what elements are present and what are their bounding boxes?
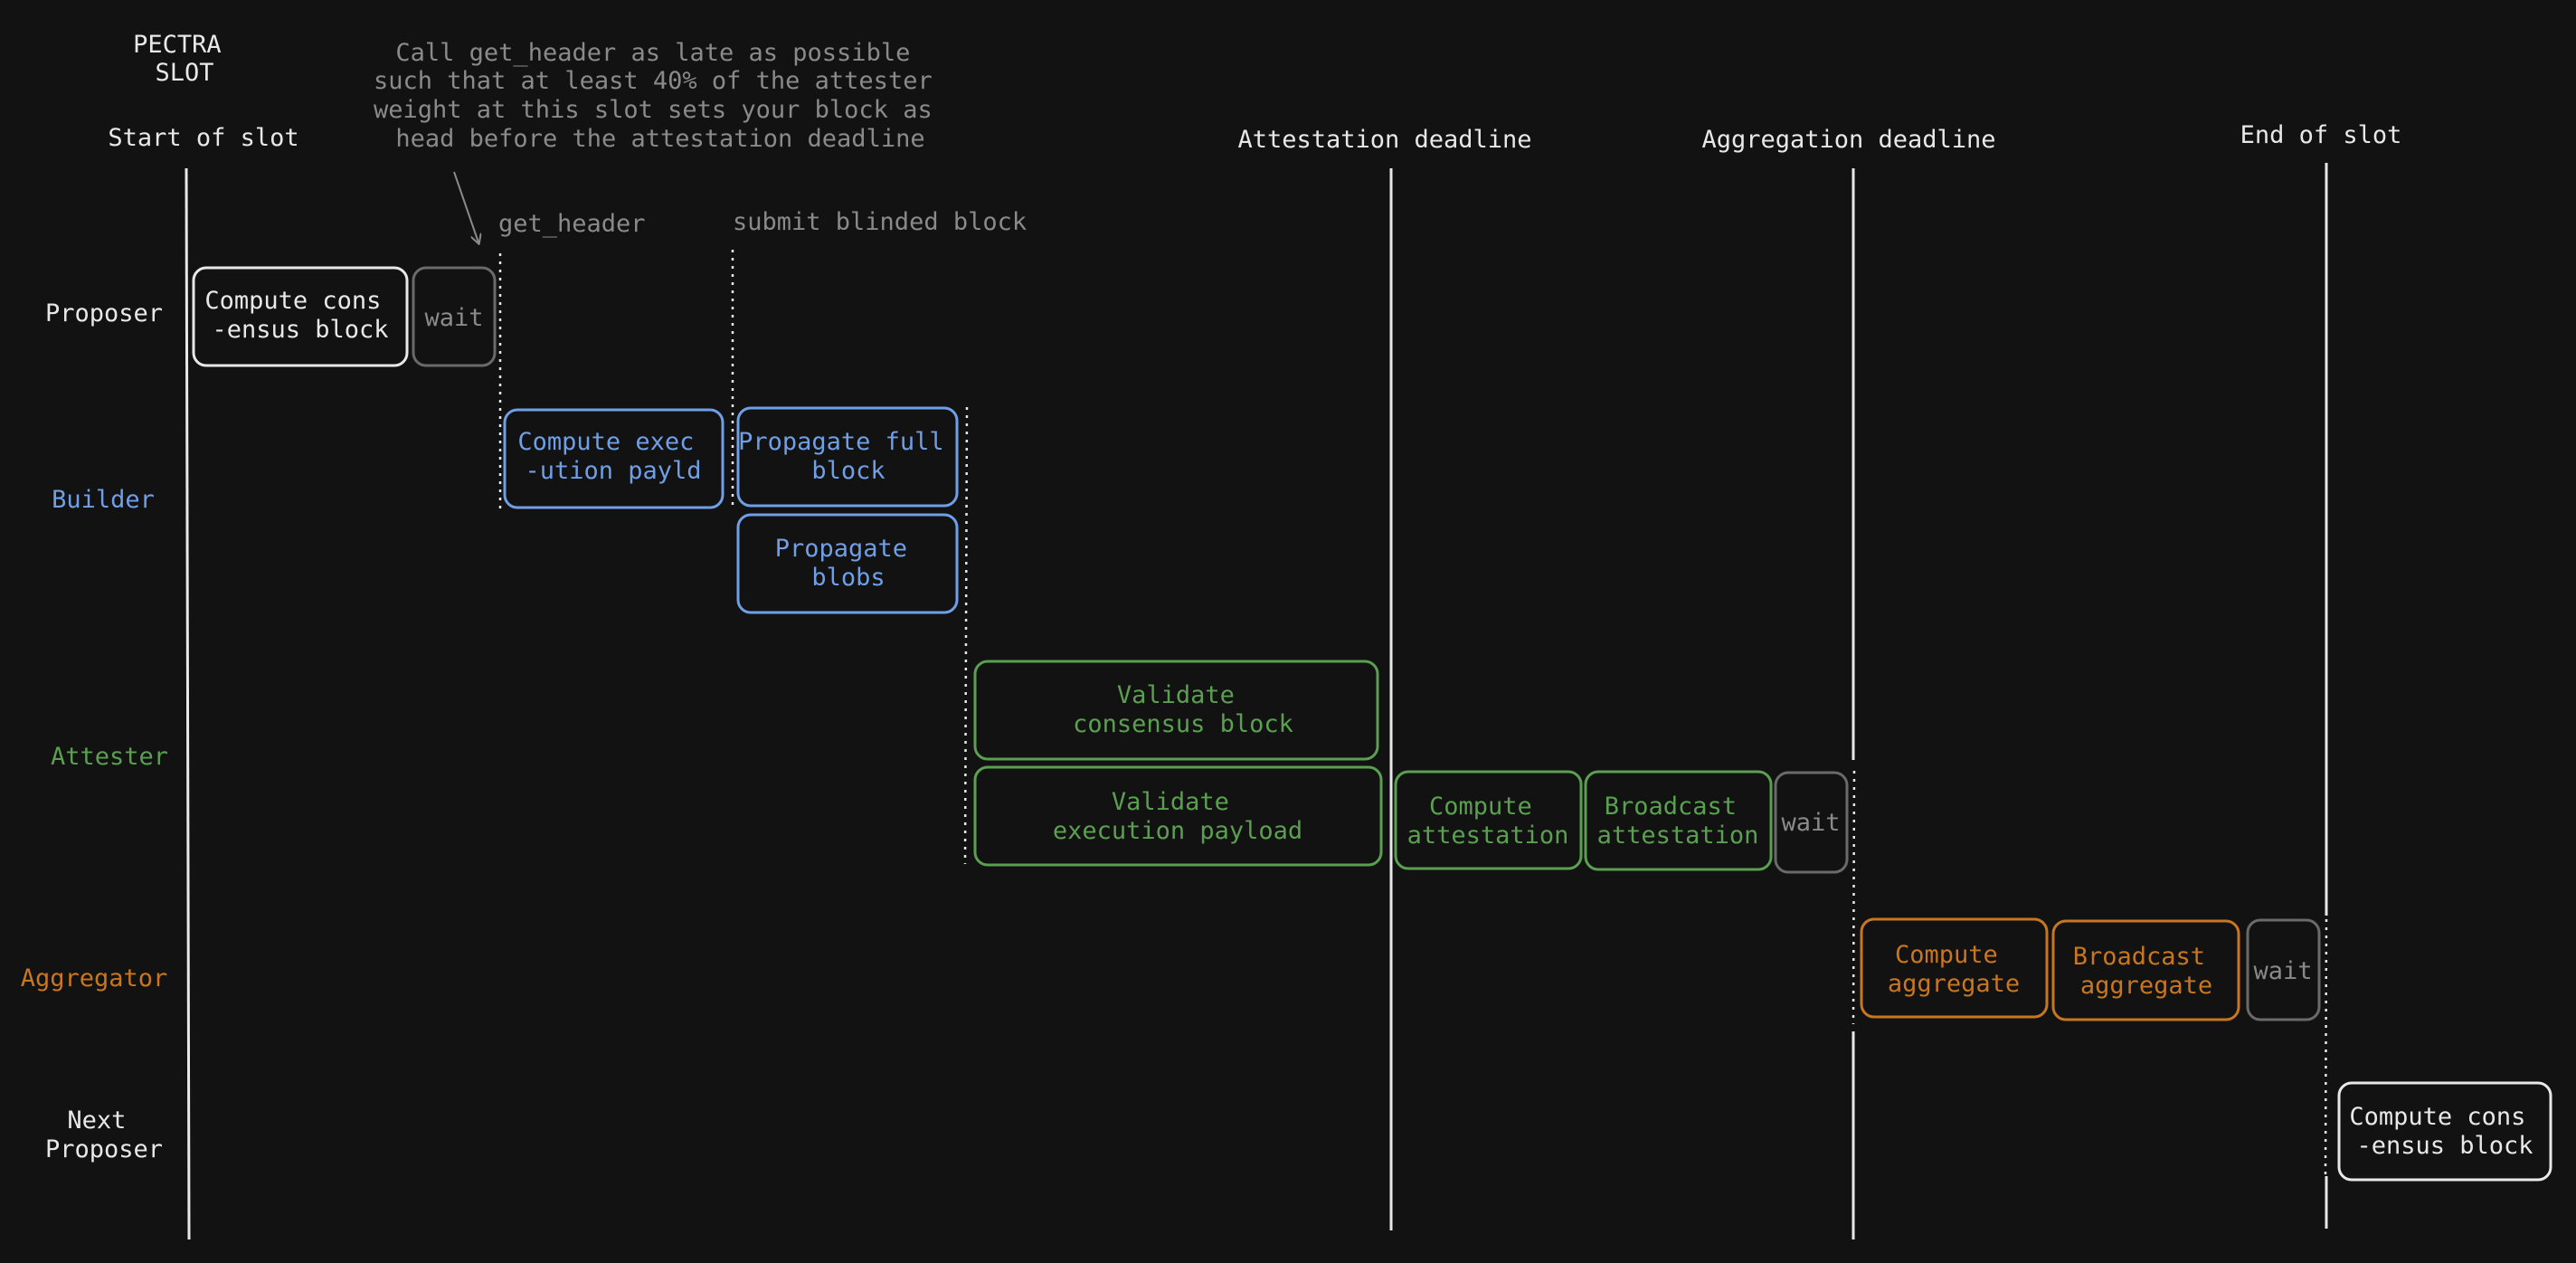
task-attester-wait: wait	[1774, 771, 1849, 874]
task-line-1: Compute	[1895, 941, 1998, 969]
role-attester-label: Attester	[51, 743, 168, 771]
task-builder-propagate-full-block: Propagate full block	[736, 406, 959, 508]
role-builder-label: Builder	[52, 486, 155, 514]
start-of-slot-line	[185, 167, 191, 1240]
task-aggregator-wait: wait	[2246, 918, 2321, 1021]
annotation-line-1: Call get_header as late as possible	[395, 39, 910, 67]
task-text: Propagate blobs	[775, 535, 923, 592]
role-next-proposer-label: Next Proposer	[45, 1106, 163, 1163]
task-attester-validate-execution-payload: Validate execution payload	[973, 765, 1383, 867]
task-attester-compute-attestation: Compute attestation	[1394, 770, 1583, 870]
task-text: Compute cons -ensus block	[2349, 1103, 2540, 1160]
aggregation-deadline-label: Aggregation deadline	[1701, 126, 1995, 154]
attestation-wait-dotted-line	[1852, 770, 1856, 1025]
task-next-proposer-compute-consensus-block: Compute cons -ensus block	[2337, 1081, 2552, 1182]
task-line-1: Broadcast	[2073, 943, 2205, 971]
get-header-annotation: Call get_header as late as possible such…	[374, 39, 947, 153]
task-line-1: Propagate full	[738, 428, 944, 456]
annotation-arrow	[453, 171, 478, 242]
aggregate-wait-dotted-line	[2324, 918, 2328, 1175]
task-line-2: -ensus block	[2356, 1132, 2533, 1160]
task-line-2: aggregate	[2080, 972, 2212, 1000]
role-proposer-line-1: Proposer	[45, 299, 163, 328]
task-line-2: attestation	[1597, 821, 1759, 850]
task-builder-propagate-blobs: Propagate blobs	[736, 513, 959, 614]
title-line-1: PECTRA	[133, 31, 222, 59]
task-text: Broadcast aggregate	[2073, 943, 2221, 1000]
task-text: wait	[1781, 809, 1840, 837]
diagram-title: PECTRA SLOT	[133, 31, 236, 87]
task-text: Broadcast attestation	[1597, 793, 1759, 850]
task-builder-compute-execution-payload: Compute exec -ution payld	[503, 408, 724, 509]
task-proposer-wait: wait	[412, 266, 497, 367]
task-line-1: Compute exec	[517, 428, 694, 456]
task-line-2: execution payload	[1053, 817, 1302, 845]
role-aggregator-label: Aggregator	[21, 964, 168, 992]
end-of-slot-label: End of slot	[2240, 121, 2402, 149]
task-line-1: wait	[1781, 809, 1840, 837]
role-attester-line-1: Attester	[51, 743, 168, 771]
submit-blinded-block-label: submit blinded block	[733, 208, 1027, 236]
propagation-done-dotted-line	[963, 406, 969, 865]
task-line-1: Propagate	[775, 535, 907, 563]
start-of-slot-label: Start of slot	[108, 124, 298, 152]
task-text: Compute attestation	[1407, 793, 1569, 850]
task-line-2: blobs	[811, 564, 885, 592]
task-text: wait	[2253, 957, 2312, 985]
task-text: Propagate full block	[738, 428, 959, 485]
annotation-line-3: weight at this slot sets your block as	[374, 96, 933, 124]
task-line-2: attestation	[1407, 821, 1569, 850]
task-line-1: Validate	[1112, 788, 1229, 816]
task-line-2: -ensus block	[212, 316, 388, 344]
title-line-2: SLOT	[155, 59, 213, 87]
role-next-proposer-line-1: Next	[67, 1106, 126, 1135]
task-text: Compute aggregate	[1888, 941, 2020, 998]
task-line-1: Validate	[1117, 681, 1235, 709]
get-header-label: get_header	[498, 210, 646, 238]
task-line-1: Compute cons	[204, 287, 381, 315]
task-text: Compute cons -ensus block	[204, 287, 395, 344]
role-proposer-label: Proposer	[45, 299, 163, 328]
task-line-1: Compute cons	[2349, 1103, 2525, 1131]
task-text: Validate execution payload	[1053, 788, 1302, 845]
task-text: Validate consensus block	[1073, 681, 1293, 738]
task-line-1: wait	[424, 304, 483, 332]
role-aggregator-line-1: Aggregator	[21, 964, 168, 992]
role-builder-line-1: Builder	[52, 486, 155, 514]
role-next-proposer-line-2: Proposer	[45, 1135, 163, 1163]
task-line-2: -ution payld	[525, 457, 701, 485]
task-aggregator-compute-aggregate: Compute aggregate	[1860, 917, 2049, 1019]
task-attester-validate-consensus-block: Validate consensus block	[973, 660, 1379, 761]
task-proposer-compute-consensus-block: Compute cons -ensus block	[192, 266, 409, 367]
task-line-1: wait	[2253, 957, 2312, 985]
task-line-1: Broadcast	[1605, 793, 1737, 821]
task-attester-broadcast-attestation: Broadcast attestation	[1584, 770, 1773, 871]
task-aggregator-broadcast-aggregate: Broadcast aggregate	[2051, 919, 2240, 1021]
task-line-2: consensus block	[1073, 710, 1293, 738]
task-text: Compute exec -ution payld	[517, 428, 708, 485]
task-text: wait	[424, 304, 483, 332]
annotation-line-4: head before the attestation deadline	[395, 125, 924, 153]
annotation-line-2: such that at least 40% of the attester	[374, 67, 933, 95]
task-line-2: block	[811, 457, 885, 485]
task-line-2: aggregate	[1888, 970, 2020, 998]
task-line-1: Compute	[1429, 793, 1532, 821]
attestation-deadline-label: Attestation deadline	[1237, 126, 1531, 154]
